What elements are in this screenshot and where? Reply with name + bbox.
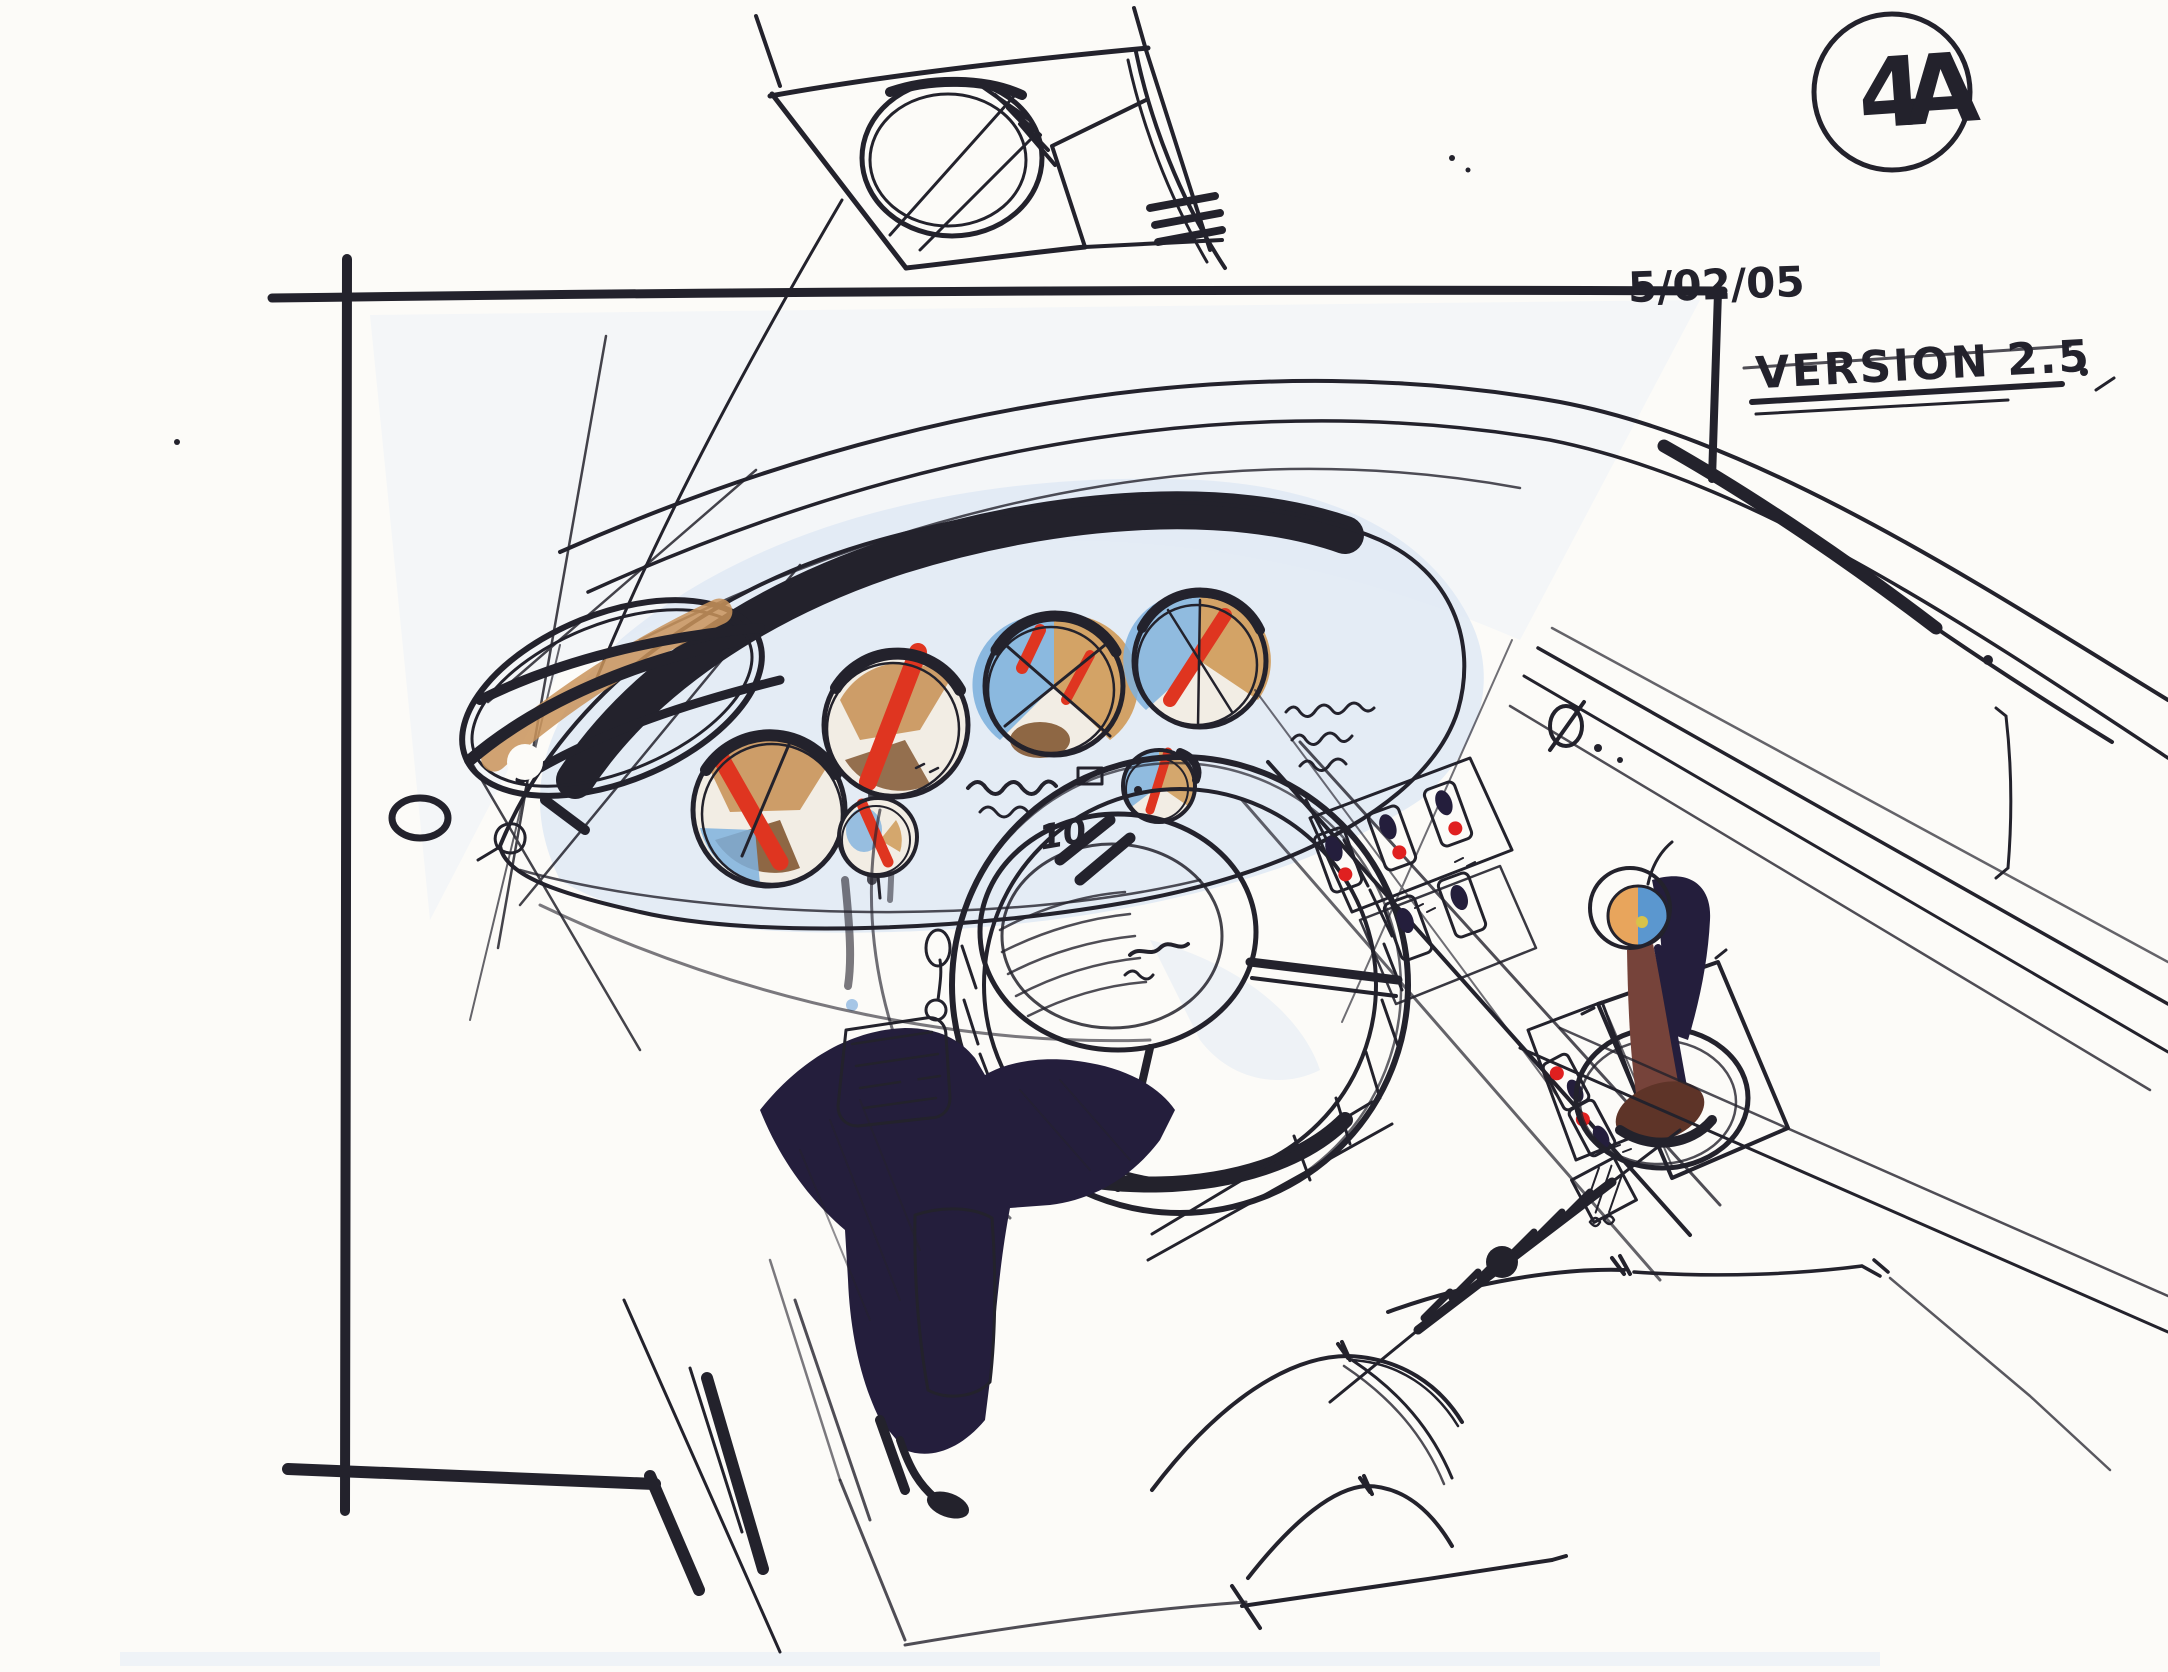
gauge-4 xyxy=(1123,587,1271,730)
overhead-speaker-pod xyxy=(590,6,1227,692)
rocker-switch xyxy=(1436,871,1488,939)
console-annotation xyxy=(1284,700,1623,772)
steering-column xyxy=(913,1207,997,1398)
a-pillar-stroke xyxy=(1657,439,1943,635)
hatched-strut xyxy=(1328,1128,1682,1404)
door-lines xyxy=(1508,626,2168,1334)
badge-text: 4A xyxy=(1854,31,1982,151)
shifter-knob xyxy=(1588,866,1672,950)
under-dash-shadow xyxy=(760,928,1175,1642)
gauge-3 xyxy=(972,610,1139,758)
switch-red-light xyxy=(1392,845,1407,860)
wheel-hub xyxy=(977,811,1259,1053)
page-badge: 4A xyxy=(1811,11,1983,173)
gauge-2 xyxy=(821,643,971,800)
shifter-lever xyxy=(1627,944,1685,1115)
date-annotation: 5/02/05 xyxy=(1627,257,1805,312)
dash-brow-shadow xyxy=(556,491,1364,799)
rocker-switch xyxy=(1382,894,1434,962)
gear-shifter xyxy=(1573,840,1790,1180)
gauge-needle xyxy=(859,643,927,791)
rocker-switch xyxy=(1366,804,1418,872)
ignition-key-fob xyxy=(836,928,952,1128)
rocker-switch xyxy=(1312,826,1364,894)
pod-speaker-circle xyxy=(859,77,1045,239)
left-pod-scribble xyxy=(388,623,785,842)
windshield-wash xyxy=(120,300,1880,1666)
switch-red-light xyxy=(1448,821,1463,836)
switch-red-light xyxy=(1338,867,1353,882)
drawing-frame xyxy=(174,155,1728,1654)
badge-circle xyxy=(1811,11,1973,173)
version-annotation: VERSION 2.5 xyxy=(1742,331,2116,416)
gauge-5-small xyxy=(837,796,919,900)
switch-red-light xyxy=(1549,1066,1564,1081)
date-text: 5/02/05 xyxy=(1627,257,1805,312)
gauge-1 xyxy=(690,729,848,889)
gauge-needle xyxy=(713,751,789,871)
rocker-switch xyxy=(1422,780,1474,848)
